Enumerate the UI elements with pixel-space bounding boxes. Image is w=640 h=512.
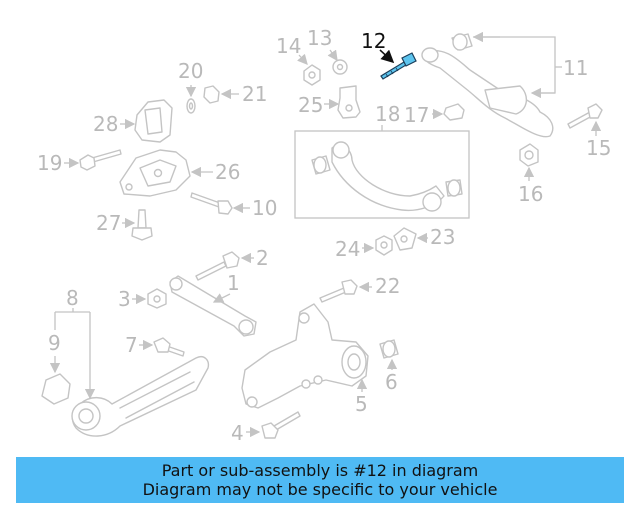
callout-14: 14 [276, 34, 308, 65]
part-26-mount-bracket [119, 149, 191, 197]
svg-text:20: 20 [178, 59, 203, 83]
callout-13: 13 [307, 26, 338, 62]
part-27-bolt [131, 209, 153, 241]
callout-20: 20 [178, 59, 203, 98]
callout-24: 24 [335, 237, 375, 261]
callout-9: 9 [48, 331, 61, 374]
part-1-link [169, 275, 257, 337]
svg-text:6: 6 [385, 370, 398, 394]
part-11-upper-arm [421, 33, 554, 138]
svg-text:3: 3 [118, 287, 131, 311]
parts-diagram: 12 11 13 14 25 [37, 26, 611, 445]
svg-text:12: 12 [361, 29, 386, 53]
caption-line-2: Diagram may not be specific to your vehi… [142, 480, 498, 499]
svg-text:4: 4 [231, 421, 244, 445]
svg-text:28: 28 [93, 112, 118, 136]
callout-28: 28 [93, 112, 136, 136]
callout-23: 23 [416, 225, 455, 249]
part-24-nut [375, 235, 393, 256]
part-9-cap [41, 373, 71, 405]
callout-11: 11 [472, 31, 588, 99]
svg-text:22: 22 [375, 274, 400, 298]
part-21-nut [203, 85, 220, 104]
svg-text:26: 26 [215, 160, 240, 184]
callout-18: 18 [375, 102, 400, 131]
part-5-knuckle [241, 303, 369, 409]
part-23-plate [393, 227, 417, 251]
svg-text:15: 15 [586, 136, 611, 160]
part-14-nut [303, 64, 321, 86]
callout-26: 26 [190, 160, 240, 184]
svg-text:18: 18 [375, 102, 400, 126]
svg-text:17: 17 [404, 103, 429, 127]
part-17-bushing [443, 103, 465, 121]
callout-19: 19 [37, 151, 80, 175]
part-18-rear-arm-assembly [294, 130, 470, 219]
callout-4: 4 [231, 421, 261, 445]
part-15-bolt [567, 103, 603, 129]
svg-text:2: 2 [256, 246, 269, 270]
callout-21: 21 [220, 82, 267, 106]
callout-3: 3 [118, 287, 147, 311]
svg-text:9: 9 [48, 331, 61, 355]
svg-text:16: 16 [518, 182, 543, 206]
callout-17: 17 [404, 103, 444, 127]
svg-text:5: 5 [355, 392, 368, 416]
part-3-nut [147, 288, 167, 309]
part-4-bolt [261, 411, 301, 439]
svg-text:19: 19 [37, 151, 62, 175]
callout-5: 5 [355, 378, 368, 416]
svg-text:11: 11 [563, 56, 588, 80]
callout-2: 2 [240, 246, 269, 270]
part-10-bolt [190, 192, 233, 215]
svg-text:25: 25 [298, 93, 323, 117]
part-7-bolt [153, 337, 185, 357]
callout-6: 6 [385, 358, 398, 394]
svg-text:23: 23 [430, 225, 455, 249]
part-13-washer [332, 59, 348, 75]
callout-15: 15 [586, 120, 611, 160]
callout-27: 27 [96, 211, 136, 235]
svg-text:8: 8 [66, 286, 79, 310]
caption-line-1: Part or sub-assembly is #12 in diagram [161, 461, 479, 480]
caption-bar: Part or sub-assembly is #12 in diagram D… [16, 457, 624, 503]
part-16-bushing [519, 143, 539, 167]
svg-text:27: 27 [96, 211, 121, 235]
svg-text:10: 10 [252, 196, 277, 220]
part-19-bolt [79, 149, 122, 171]
part-8-trailing-arm [71, 356, 210, 437]
part-2-bolt [195, 251, 240, 281]
svg-text:14: 14 [276, 34, 301, 58]
callout-1: 1 [212, 271, 240, 303]
svg-text:21: 21 [242, 82, 267, 106]
part-12-bolt-highlighted[interactable] [380, 52, 417, 80]
part-6-bushing [379, 339, 399, 359]
callout-22: 22 [358, 274, 400, 298]
part-25-bracket [337, 85, 361, 119]
part-20-washer [186, 98, 196, 114]
callout-12: 12 [361, 29, 395, 64]
callout-10: 10 [232, 196, 277, 220]
svg-text:24: 24 [335, 237, 360, 261]
part-28-mount [134, 99, 173, 143]
svg-text:1: 1 [227, 271, 240, 295]
part-22-bolt [319, 279, 358, 303]
svg-text:13: 13 [307, 26, 332, 50]
callout-16: 16 [518, 166, 543, 206]
callout-8: 8 [54, 286, 96, 400]
callout-7: 7 [125, 333, 154, 357]
callout-25: 25 [298, 93, 340, 117]
svg-text:7: 7 [125, 333, 138, 357]
